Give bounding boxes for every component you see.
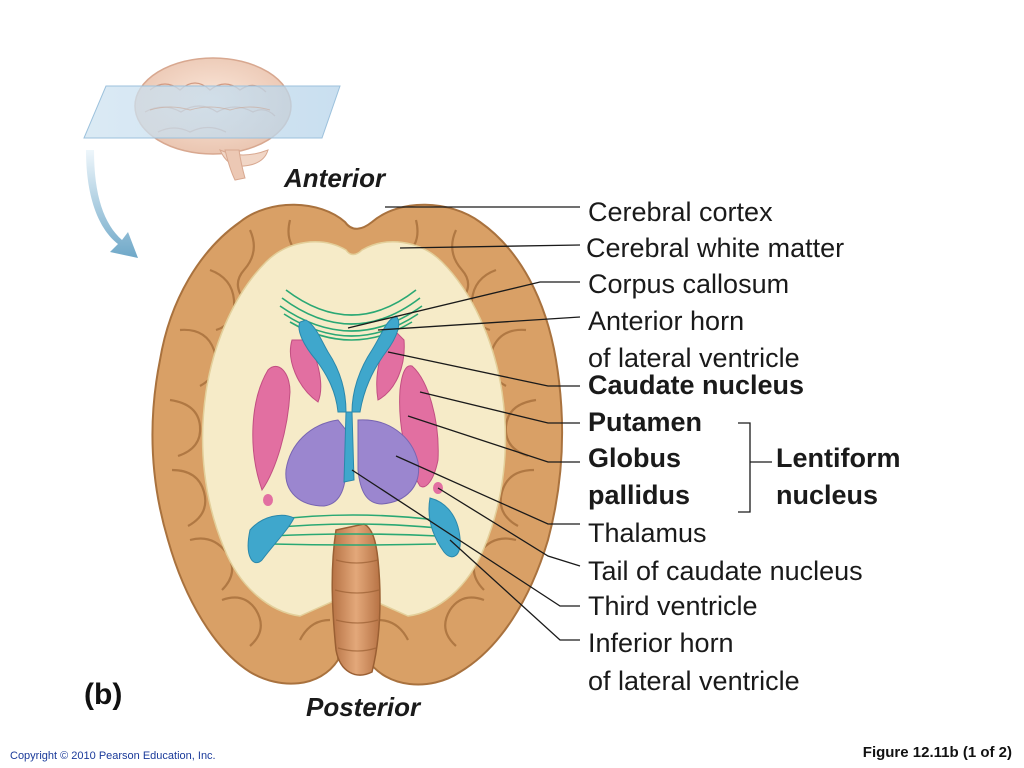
label-cerebral-cortex: Cerebral cortex bbox=[588, 197, 773, 227]
label-third-ventricle: Third ventricle bbox=[588, 591, 758, 621]
thalamus-right bbox=[357, 419, 420, 505]
label-globus-line2: pallidus bbox=[588, 480, 691, 510]
label-globus-line1: Globus bbox=[588, 443, 681, 473]
label-inferior-horn-line2: of lateral ventricle bbox=[588, 666, 800, 696]
posterior-label: Posterior bbox=[306, 692, 421, 722]
anterior-label: Anterior bbox=[284, 163, 386, 193]
third-ventricle bbox=[343, 411, 355, 483]
label-corpus-callosum: Corpus callosum bbox=[588, 269, 790, 299]
label-thalamus: Thalamus bbox=[588, 518, 707, 548]
brainstem bbox=[331, 523, 381, 676]
brain-section bbox=[151, 203, 564, 686]
figure-number: Figure 12.11b (1 of 2) bbox=[862, 744, 1012, 761]
label-caudate-nucleus: Caudate nucleus bbox=[588, 370, 805, 400]
leader-lines bbox=[347, 206, 772, 641]
label-anterior-horn-line2: of lateral ventricle bbox=[588, 343, 800, 373]
horizontal-plane bbox=[83, 85, 341, 139]
orientation-arrow bbox=[86, 150, 138, 258]
anterior-horn-right bbox=[351, 315, 400, 413]
label-putamen: Putamen bbox=[588, 407, 703, 437]
label-tail-caudate: Tail of caudate nucleus bbox=[588, 556, 863, 586]
putamen-left bbox=[252, 365, 291, 492]
copyright-notice: Copyright © 2010 Pearson Education, Inc. bbox=[10, 750, 216, 762]
tail-caudate-left bbox=[263, 494, 273, 506]
label-inferior-horn-line1: Inferior horn bbox=[588, 628, 734, 658]
panel-label: (b) bbox=[84, 678, 123, 711]
thalamus-left bbox=[285, 419, 347, 507]
label-lentiform-line2: nucleus bbox=[776, 480, 879, 510]
orientation-thumbnail bbox=[83, 57, 341, 258]
label-lentiform-line1: Lentiform bbox=[776, 443, 901, 473]
inferior-horn-left bbox=[247, 514, 295, 564]
label-anterior-horn-line1: Anterior horn bbox=[588, 306, 745, 336]
label-cerebral-white-matter: Cerebral white matter bbox=[586, 233, 845, 263]
